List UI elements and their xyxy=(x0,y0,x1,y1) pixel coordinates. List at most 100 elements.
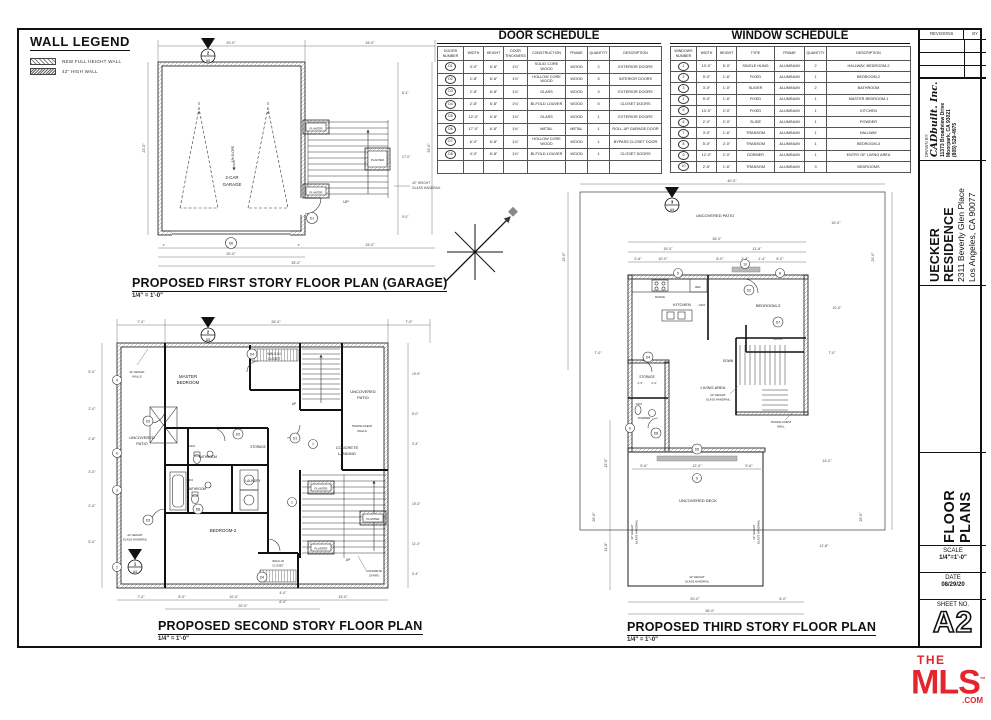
cell: BI-FOLD LOUVER xyxy=(527,147,566,161)
cell: BYPASS CLOSET DOOR xyxy=(609,135,662,149)
cell: 2'-0" xyxy=(716,104,737,117)
svg-text:3: 3 xyxy=(671,200,674,205)
svg-text:5: 5 xyxy=(677,272,679,276)
cell: BEDROOMS xyxy=(826,160,911,173)
cell: 3'-0" xyxy=(696,82,717,95)
second-story-title: PROPOSED SECOND STORY FLOOR PLAN xyxy=(158,619,423,635)
dimension-label: 1'-3" xyxy=(637,381,643,385)
cell: ALUMINUM xyxy=(774,82,805,95)
third-story-title: PROPOSED THIRD STORY FLOOR PLAN xyxy=(627,620,877,636)
cell: CLOSET DOORS xyxy=(609,97,662,111)
dimension-label: 20'-0" xyxy=(226,41,236,45)
full-height-wall-swatch xyxy=(30,58,56,65)
note: TRANSLUCENT xyxy=(352,424,373,428)
room-label: BEDROOM-3 xyxy=(756,303,781,308)
window-schedule-title: WINDOW SCHEDULE xyxy=(670,30,910,44)
section-marker: 2 A5 xyxy=(200,317,216,343)
dimension-label: 35'-0" xyxy=(291,261,301,265)
dimension-label: 15'-0" xyxy=(365,41,375,45)
dimension-label: 10'-0" xyxy=(229,595,239,599)
revision-row xyxy=(920,53,986,66)
note: GLASS HANDRAIL xyxy=(706,398,731,402)
dimension-label: 15'-0" xyxy=(338,595,348,599)
svg-text:PLANTER: PLANTER xyxy=(315,487,328,491)
table-row: D8 4'-0" 6'-8" 1¾" BI-FOLD LOUVER WOOD 1… xyxy=(437,147,662,161)
door-marker: D4 xyxy=(642,351,654,363)
table-row: D3 2'-8" 6'-8" 1¾" GLASS WOOD 3 EXTERIOR… xyxy=(437,85,662,99)
svg-text:2: 2 xyxy=(207,330,210,335)
dimension-label: 10'-0" xyxy=(832,306,842,310)
cell: ALUMINUM xyxy=(774,138,805,151)
dimension-label: 4" xyxy=(163,243,166,247)
door-marker: D1 xyxy=(306,212,318,224)
col-header: WIDTH xyxy=(463,46,484,61)
revision-row xyxy=(920,66,986,79)
dimension-label: 3'-4" xyxy=(412,442,419,446)
cell: METAL xyxy=(527,122,566,136)
cell: 2 xyxy=(804,82,827,95)
svg-text:D1: D1 xyxy=(293,437,297,441)
dimension-label: 5'-0" xyxy=(178,595,186,599)
door-schedule-header-row: DOORS NUMBER WIDTH HEIGHT DOOR THICKNESS… xyxy=(437,46,662,61)
revisions-header: REVISIONS xyxy=(920,28,965,39)
svg-text:PLANTER: PLANTER xyxy=(315,547,328,551)
door-number-badge: D4 xyxy=(445,99,456,109)
sheet-no-label: SHEET NO. xyxy=(936,602,970,608)
first-story-scale: 1/4" = 1'-0" xyxy=(132,293,163,299)
cell: 12'-0" xyxy=(463,110,484,124)
table-row: D4 2'-8" 6'-8" 1¾" BI-FOLD LOUVER WOOD 5… xyxy=(437,97,662,111)
room-label: STORAGE xyxy=(639,375,655,379)
svg-text:1: 1 xyxy=(291,501,293,505)
cell: 1'-6" xyxy=(716,71,737,84)
window-schedule: WINDOW SCHEDULE WINDOWS NUMBER WIDTH HEI… xyxy=(670,30,911,173)
cell: 1¾" xyxy=(503,135,528,149)
dimension-label: 10'-0" xyxy=(658,257,668,261)
svg-text:D2: D2 xyxy=(747,289,751,293)
door-schedule-table: DOORS NUMBER WIDTH HEIGHT DOOR THICKNESS… xyxy=(437,46,662,174)
date-box: DATE 08/29/20 xyxy=(920,572,986,599)
cell: ALUMINUM xyxy=(774,104,805,117)
dimension-label: 7'-0" xyxy=(828,351,836,355)
cell: 1¾" xyxy=(503,85,528,99)
cell: 3'-0" xyxy=(696,127,717,140)
cell: 10'-0" xyxy=(696,104,717,117)
room-label: BATHROOM xyxy=(199,455,218,459)
garage-label: 2-CAR xyxy=(225,175,238,180)
legend-item: NEW FULL HEIGHT WALL xyxy=(30,58,180,65)
note: GLASS HANDRAIL xyxy=(685,580,710,584)
cell: GLASS xyxy=(527,85,566,99)
cell: CLOSET DOORS xyxy=(609,147,662,161)
note: CONCRETE xyxy=(366,569,382,573)
bathtub xyxy=(169,471,187,511)
col-header: QUANTITY xyxy=(804,46,827,61)
sheet-title-box: FLOOR PLANS xyxy=(920,452,986,545)
cell: 1¾" xyxy=(503,72,528,86)
cell: ALUMINUM xyxy=(774,160,805,173)
room-label: BATHROOM xyxy=(188,487,207,491)
table-row: 4 5'-0" 1'-6" FIXED ALUMINUM 1 MASTER BE… xyxy=(670,93,911,106)
room-label: WALK-IN xyxy=(272,559,284,563)
svg-text:A5: A5 xyxy=(133,570,137,574)
door-marker: D4 xyxy=(256,571,268,583)
cell: BEDROOM-2 xyxy=(826,71,911,84)
garage-label: GARAGE xyxy=(223,182,242,187)
note: GLASS HANDRAIL xyxy=(123,538,148,542)
planter: PLANTER xyxy=(307,480,335,495)
cell: WOOD xyxy=(565,110,588,124)
room-label: UNCOVERED PATIO xyxy=(696,213,734,218)
cell: 3 xyxy=(587,85,610,99)
slope-label: 1% SLOPE xyxy=(231,146,235,162)
door-number-badge: D6 xyxy=(445,124,456,134)
svg-text:6: 6 xyxy=(116,452,118,456)
sheet-title: FLOOR PLANS xyxy=(942,489,974,543)
cell: 6'-8" xyxy=(483,110,504,124)
window-number-badge: 2 xyxy=(678,72,689,82)
cell: METAL xyxy=(565,122,588,136)
svg-text:PLANTER: PLANTER xyxy=(310,127,323,131)
first-story-plan: 20'-0" 15'-0" 23'-0" 8'-4" 17'-0" 9'-0" … xyxy=(142,38,441,267)
dimension-label: 1'-4" xyxy=(758,257,766,261)
cell: 1 xyxy=(804,138,827,151)
dimension-label: 5'-0" xyxy=(412,412,419,416)
cell: ALUMINUM xyxy=(774,115,805,129)
first-story-title: PROPOSED FIRST STORY FLOOR PLAN (GARAGE) xyxy=(132,276,448,292)
